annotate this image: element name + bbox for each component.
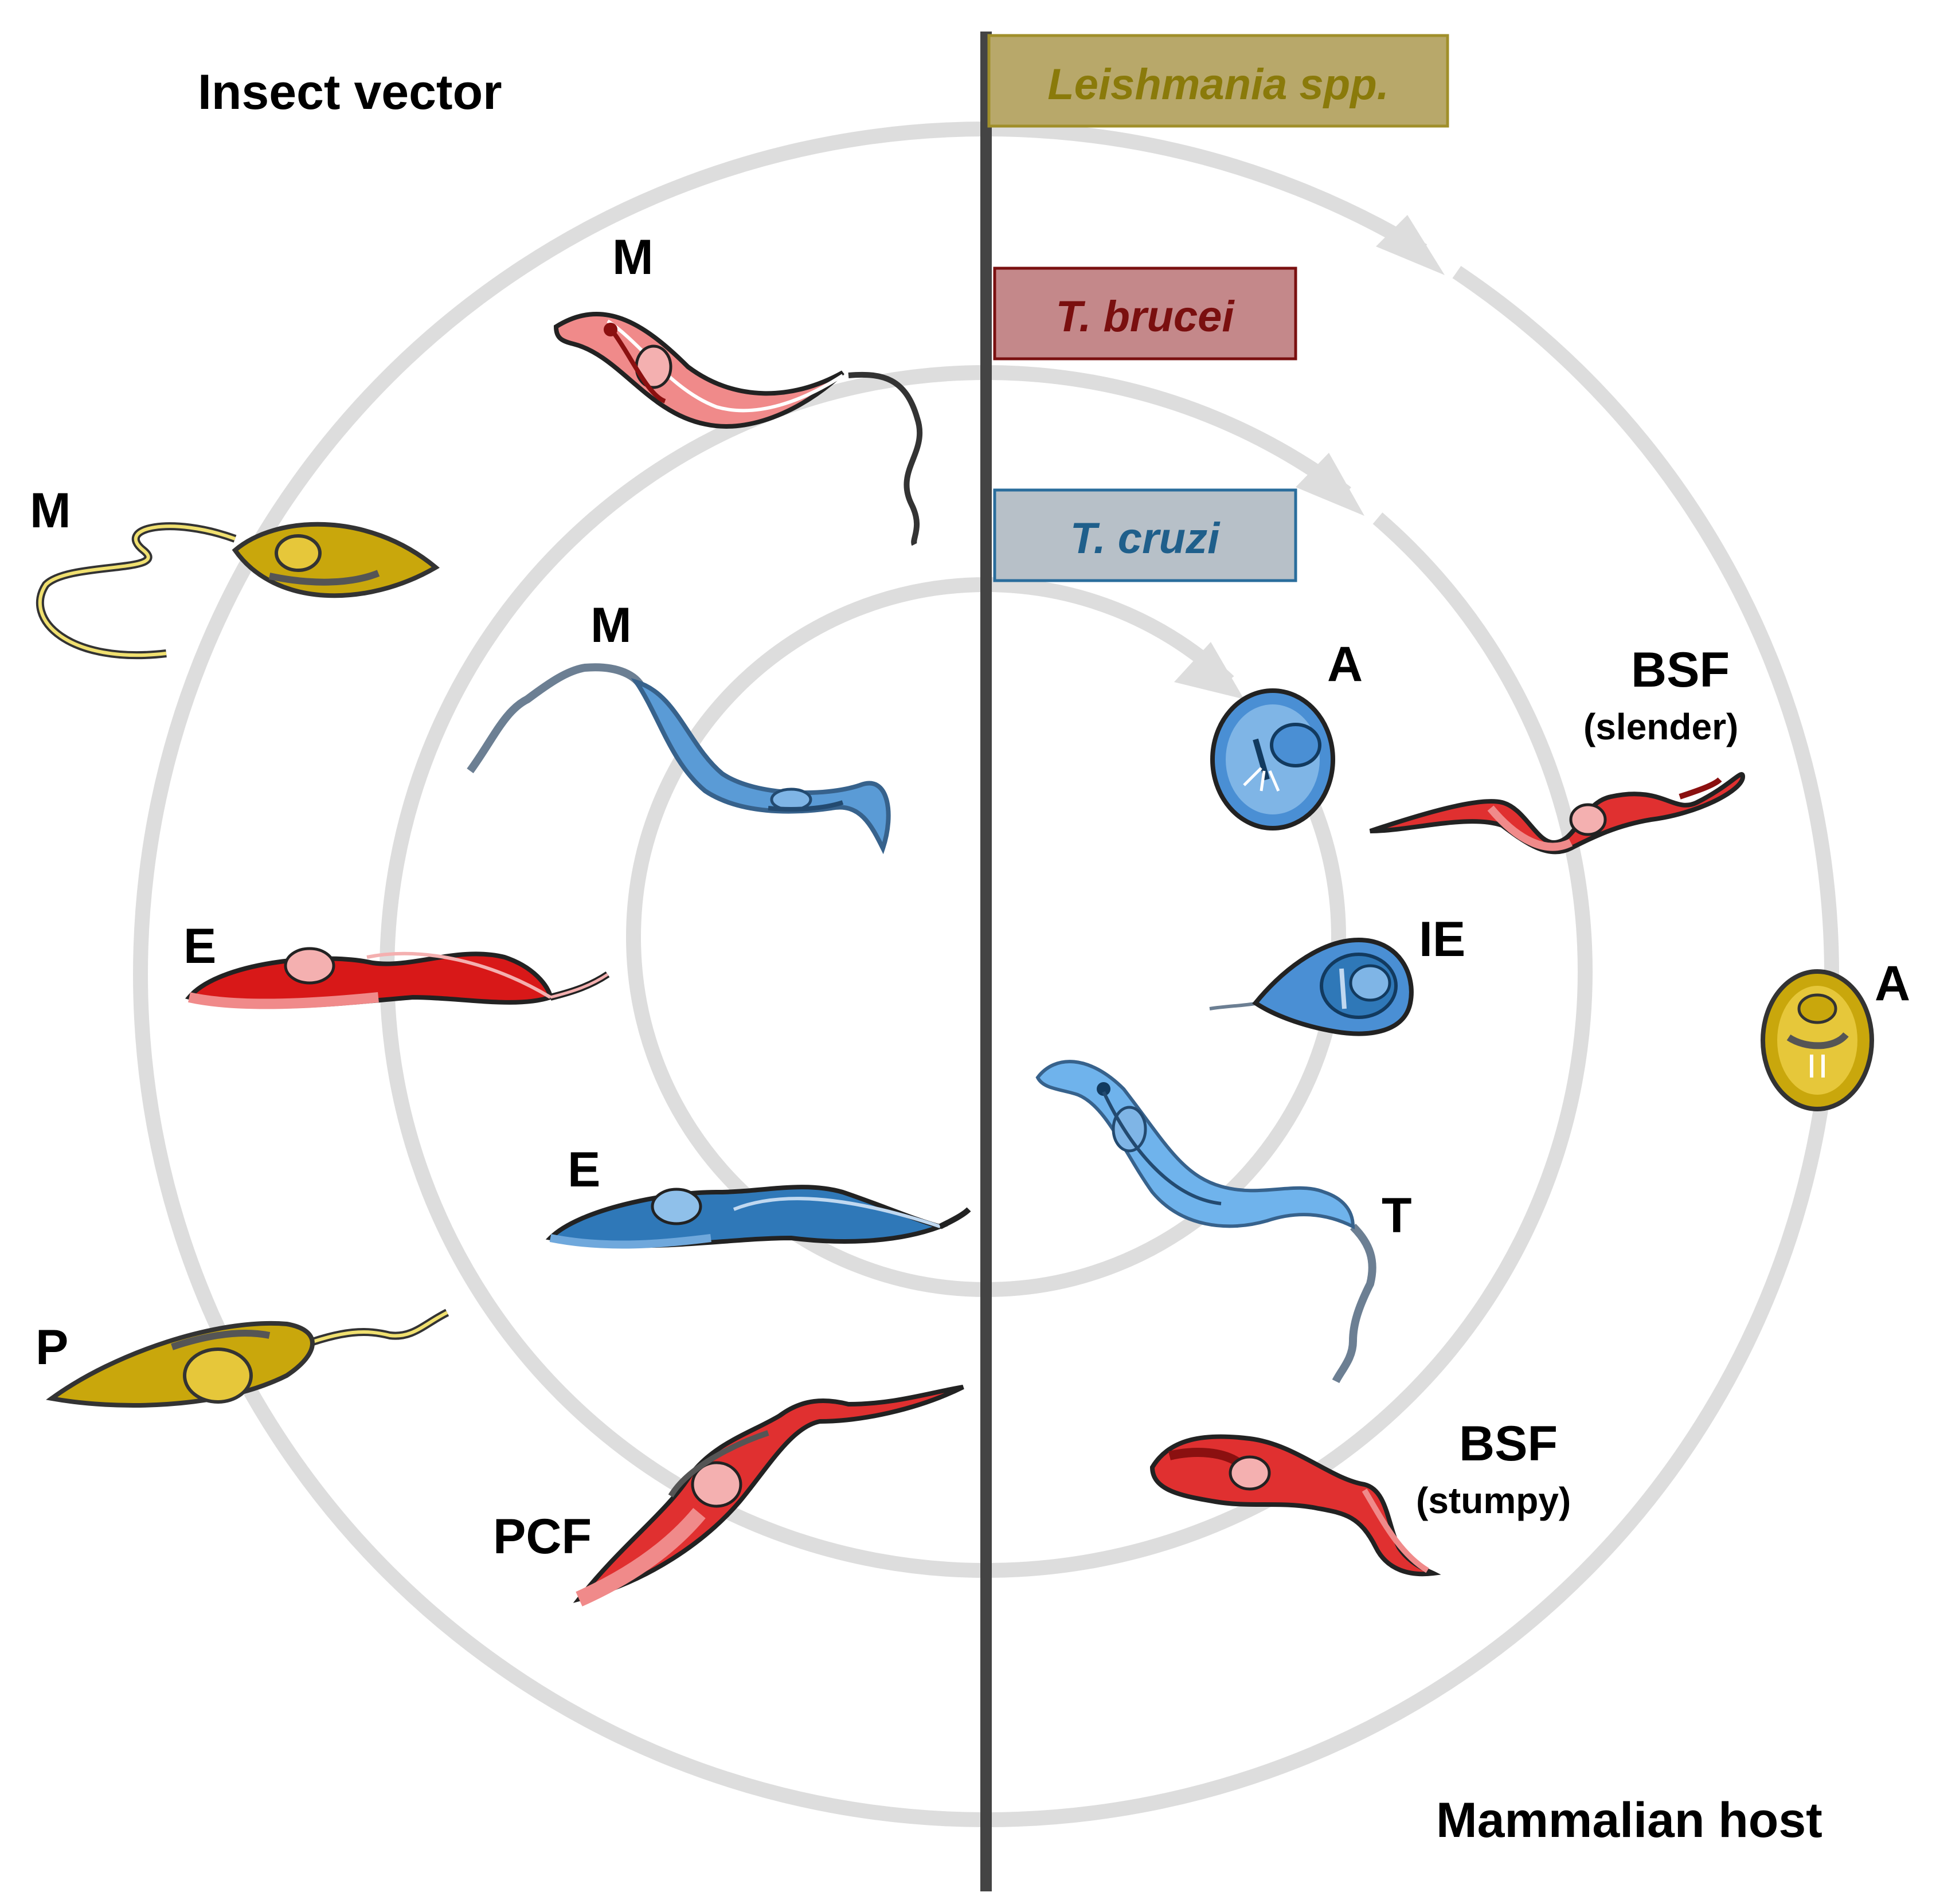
brucei-metacyclic-label: M [612,230,654,285]
middle-ring-arrowhead [1296,453,1364,516]
cruzi-box [993,488,1297,582]
cruzi-label: T. cruzi [1070,514,1221,563]
species-legend: Leishmania spp. T. brucei T. cruzi [987,34,1449,582]
inner-ring-arrowhead [1174,642,1244,699]
brucei-procyclic-label: PCF [493,1509,592,1564]
brucei-bloodstream-stumpy [1149,1434,1441,1577]
cruzi-intracellular-epimastigote-label: IE [1419,912,1465,967]
leishmania-metacyclic-label: M [30,483,71,538]
cruzi-trypomastigote-label: T [1382,1188,1412,1243]
cruzi-amastigote [1210,688,1335,830]
brucei-slender-label: BSF [1631,642,1730,698]
brucei-procyclic-form [573,1385,964,1607]
cruzi-epimastigote [545,1185,971,1249]
brucei-label: T. brucei [1055,292,1235,341]
brucei-stumpy-label: BSF [1459,1416,1558,1471]
brucei-bloodstream-slender [1369,772,1746,855]
cruzi-epimastigote-label: E [568,1142,600,1197]
brucei-epimastigote-label: E [183,919,216,974]
insect-vector-title: Insect vector [198,65,502,120]
outer-ring-arrowhead [1376,215,1445,275]
cruzi-amastigote-label: A [1327,637,1363,692]
leishmania-box [987,34,1449,128]
brucei-metacyclic-trypomastigote [553,311,923,546]
mammalian-host-title: Mammalian host [1436,1793,1822,1848]
leishmania-label: Leishmania spp. [1047,60,1389,109]
leishmania-amastigote-label: A [1875,956,1910,1011]
leishmania-amastigote [1761,969,1874,1111]
ring-arrowheads [1174,215,1464,725]
brucei-epimastigote [185,947,610,1009]
cruzi-intracellular-epimastigote [1209,937,1414,1036]
leishmania-promastigote-metacyclic [36,522,440,660]
cruzi-metacyclic-trypomastigote [467,663,891,855]
brucei-slender-sublabel: (slender) [1583,706,1738,747]
brucei-stumpy-sublabel: (stumpy) [1416,1480,1571,1521]
leishmania-procyclic-promastigote [46,1308,449,1408]
cruzi-metacyclic-label: M [590,598,632,653]
brucei-box [993,267,1297,361]
cruzi-trypomastigote [1035,1060,1376,1384]
leishmania-procyclic-label: P [36,1320,68,1375]
